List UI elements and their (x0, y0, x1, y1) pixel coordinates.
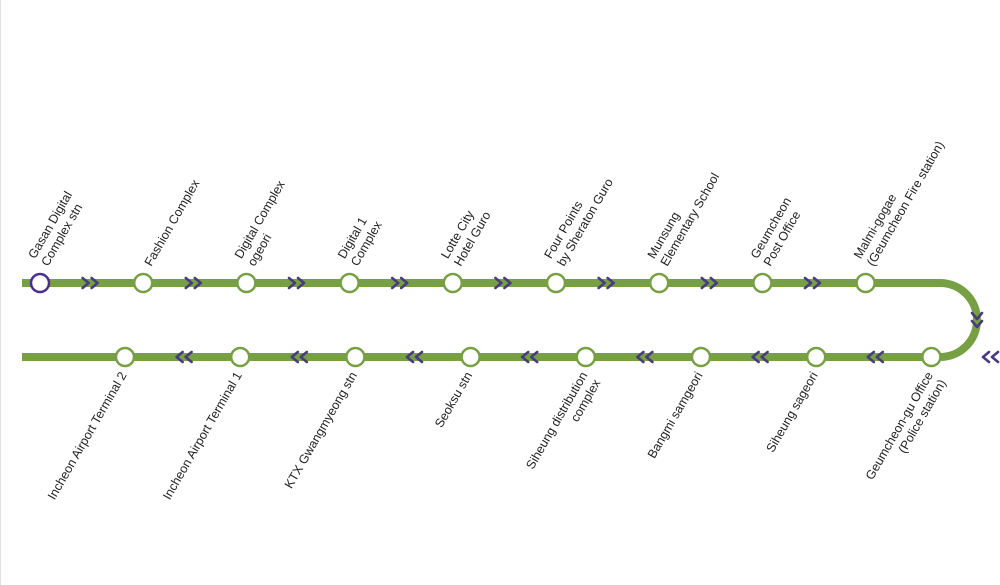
stop-bottom-7 (921, 346, 942, 368)
direction-arrow-left (529, 350, 539, 364)
stop-label-top-3: Digital 1Complex (335, 211, 385, 269)
stop-bottom-4 (575, 346, 597, 368)
direction-arrow-left (520, 350, 530, 364)
stop-top-1 (132, 272, 154, 294)
stop-label-line: Geumcheon-gu Office (863, 369, 936, 482)
direction-arrow-right (81, 276, 90, 290)
direction-arrow-right (700, 276, 710, 290)
direction-arrow-right (597, 276, 606, 290)
stop-label-bottom-0: Incheon Airport Terminal 2 (45, 369, 130, 502)
stop-bottom-0 (114, 346, 136, 368)
route-line (22, 279, 981, 361)
direction-arrow-right (90, 276, 99, 290)
stop-label-bottom-5: Bangmi samgeori (645, 370, 706, 461)
stop-top-8 (855, 272, 876, 294)
direction-arrow-down (970, 319, 984, 329)
stop-label-top-6: MunsungElementary School (645, 163, 723, 268)
direction-arrow-left (299, 350, 309, 364)
stop-bottom-6 (805, 346, 827, 368)
stop-top-5 (545, 272, 567, 294)
direction-arrow-left (184, 350, 193, 364)
direction-arrow-right (296, 276, 306, 290)
direction-arrow-right (399, 276, 409, 290)
stop-top-0 (29, 272, 51, 294)
stop-bottom-5 (690, 346, 712, 368)
stop-label-line: Incheon Airport Terminal 2 (45, 369, 130, 502)
stop-label-top-2: Digital Complexogeori (232, 178, 301, 269)
direction-arrow-left (645, 350, 654, 364)
direction-arrow-left (866, 350, 876, 364)
stop-label-line: Bangmi samgeori (645, 370, 706, 461)
stop-label-top-4: Lotte CityHotel Guro (438, 202, 493, 269)
stop-label-line: Seoksu stn (432, 369, 475, 430)
stops-layer (29, 272, 942, 368)
stop-label-top-0: Gasan DigitalComplex stn (25, 189, 88, 268)
direction-arrow-left (875, 350, 885, 364)
stop-label-bottom-2: KTX Gwangmyeong stn (282, 369, 360, 490)
direction-arrow-right (503, 276, 512, 290)
direction-arrow-right (494, 276, 503, 290)
direction-arrow-right (193, 276, 203, 290)
stop-label-top-7: GeumcheonPost Office (748, 195, 807, 269)
stop-top-4 (442, 272, 464, 294)
direction-arrow-left (636, 350, 645, 364)
stop-label-line: Fashion Complex (142, 177, 203, 269)
direction-arrow-left (290, 350, 300, 364)
direction-arrow-left (751, 350, 760, 364)
direction-arrow-left (405, 350, 415, 364)
direction-arrow-down (970, 311, 984, 321)
stop-label-bottom-1: Incheon Airport Terminal 1 (160, 369, 245, 502)
stop-top-2 (236, 272, 257, 294)
stop-label-top-8: Malmi-gogae(Geumcheon Fire station) (851, 131, 947, 268)
direction-arrow-right (287, 276, 297, 290)
stop-label-bottom-3: Seoksu stn (432, 369, 475, 430)
labels-layer: Gasan DigitalComplex stn Fashion Complex D… (25, 131, 949, 502)
direction-arrow-right (606, 276, 615, 290)
stop-top-3 (339, 272, 360, 294)
stop-bottom-2 (345, 346, 366, 368)
stop-label-top-5: Four Pointsby Sheraton Guro (541, 169, 615, 269)
direction-arrow-left (175, 350, 184, 364)
stop-label-top-1: Fashion Complex (142, 177, 203, 269)
stop-bottom-1 (229, 346, 251, 368)
stop-label-bottom-7: Geumcheon-gu Office(Police station) (863, 369, 949, 489)
direction-arrow-left (981, 350, 991, 364)
direction-arrow-right (803, 276, 813, 290)
direction-arrow-left (414, 350, 424, 364)
stop-label-line: (Geumcheon Fire station) (864, 139, 947, 269)
stop-label-bottom-6: Siheung sageori (763, 370, 820, 455)
direction-arrow-right (812, 276, 822, 290)
stop-top-6 (648, 272, 670, 294)
direction-arrow-right (390, 276, 400, 290)
direction-arrow-left (760, 350, 769, 364)
stop-label-line: Incheon Airport Terminal 1 (160, 369, 245, 502)
direction-arrow-right (184, 276, 194, 290)
direction-arrows (81, 276, 1000, 364)
stop-label-bottom-4: Siheung distributioncomplex (523, 369, 603, 479)
direction-arrow-right (709, 276, 719, 290)
direction-arrow-left (990, 350, 1000, 364)
stop-top-7 (752, 272, 773, 294)
stop-label-line: KTX Gwangmyeong stn (282, 369, 360, 490)
stop-label-line: Siheung sageori (763, 370, 820, 455)
stop-bottom-3 (460, 346, 481, 368)
